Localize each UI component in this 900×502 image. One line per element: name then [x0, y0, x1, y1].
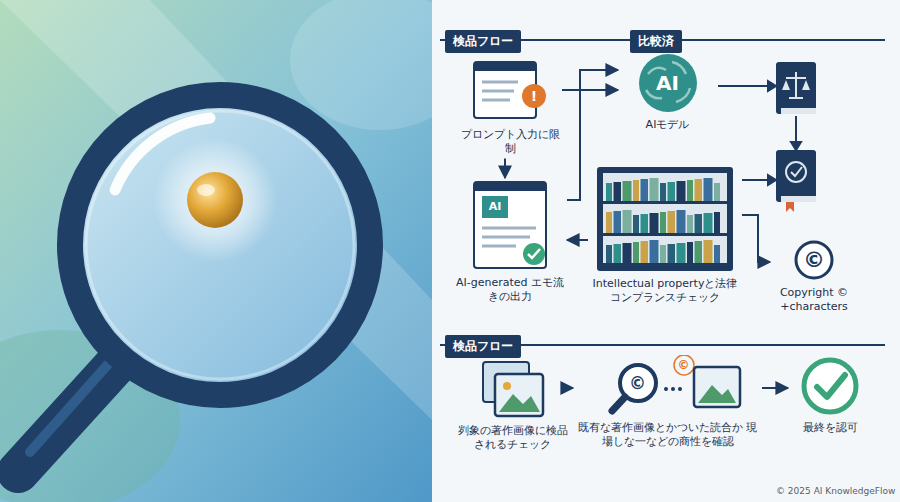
icon-text: ©: [674, 355, 694, 375]
node-caption: AI-generated エモ流きの出力: [455, 276, 565, 305]
check-book: [776, 150, 816, 212]
ai-model-node: AI AIモデル: [620, 52, 715, 132]
copyright-footer: © 2025 AI KnowledgeFlow: [776, 486, 895, 496]
icon-graphic: [460, 180, 560, 272]
icon-graphic: [473, 358, 553, 420]
node-caption: 最終を認可: [790, 421, 870, 435]
node-caption: AIモデル: [620, 118, 715, 132]
node-icon: [595, 165, 735, 273]
node-icon: [799, 355, 861, 417]
flow-arrow: [567, 239, 588, 241]
icon-graphic: [460, 58, 560, 124]
node-icon: [473, 358, 553, 420]
ai-output-node: AI AI-generated エモ流きの出力: [455, 180, 565, 305]
similarity-check-node: ©©既有な著作画像とかついた読合か 現場しな一などの商性を確認: [575, 355, 760, 450]
icon-text: !: [523, 85, 545, 107]
flow-arrow: [504, 159, 506, 178]
node-caption: プロンプト入力に限制: [460, 128, 560, 157]
node-icon: AI: [460, 180, 560, 272]
node-icon: AI: [636, 52, 700, 114]
bookshelf-node: Intellectual propertyと法律コンプランスチェック: [590, 165, 740, 306]
flow-arrow: [762, 387, 788, 389]
flow-arrow: [742, 215, 770, 262]
icon-graphic: [595, 165, 735, 273]
flow-arrow: [572, 387, 573, 389]
icon-text: AI: [636, 52, 700, 114]
icon-text: ©: [796, 242, 832, 278]
section-tag: 比較済: [630, 30, 682, 53]
node-caption: Intellectual propertyと法律コンプランスチェック: [590, 277, 740, 306]
node-icon: !: [460, 58, 560, 124]
node-caption: 刿象の著作画像に検品されるチェック: [455, 424, 570, 453]
node-icon: ©: [772, 238, 856, 282]
node-icon: ©©: [588, 355, 748, 417]
flow-arrow: [562, 89, 618, 91]
image-check-node: 刿象の著作画像に検品されるチェック: [455, 358, 570, 453]
prompt-input-node: ! プロンプト入力に限制: [460, 58, 560, 157]
law-book: [776, 62, 816, 114]
node-caption: Copyright © +characters: [772, 286, 856, 315]
node-caption: 既有な著作画像とかついた読合か 現場しな一などの商性を確認: [575, 421, 760, 450]
icon-graphic: [588, 355, 748, 417]
copyright-node: © Copyright © +characters: [772, 238, 856, 315]
icon-text: AI: [482, 196, 508, 218]
section-tag: 検品フロー: [445, 335, 521, 358]
section-tag: 検品フロー: [445, 30, 521, 53]
icon-text: ©: [624, 369, 652, 397]
final-approval-node: 最終を認可: [790, 355, 870, 435]
icon-graphic: [799, 355, 861, 417]
